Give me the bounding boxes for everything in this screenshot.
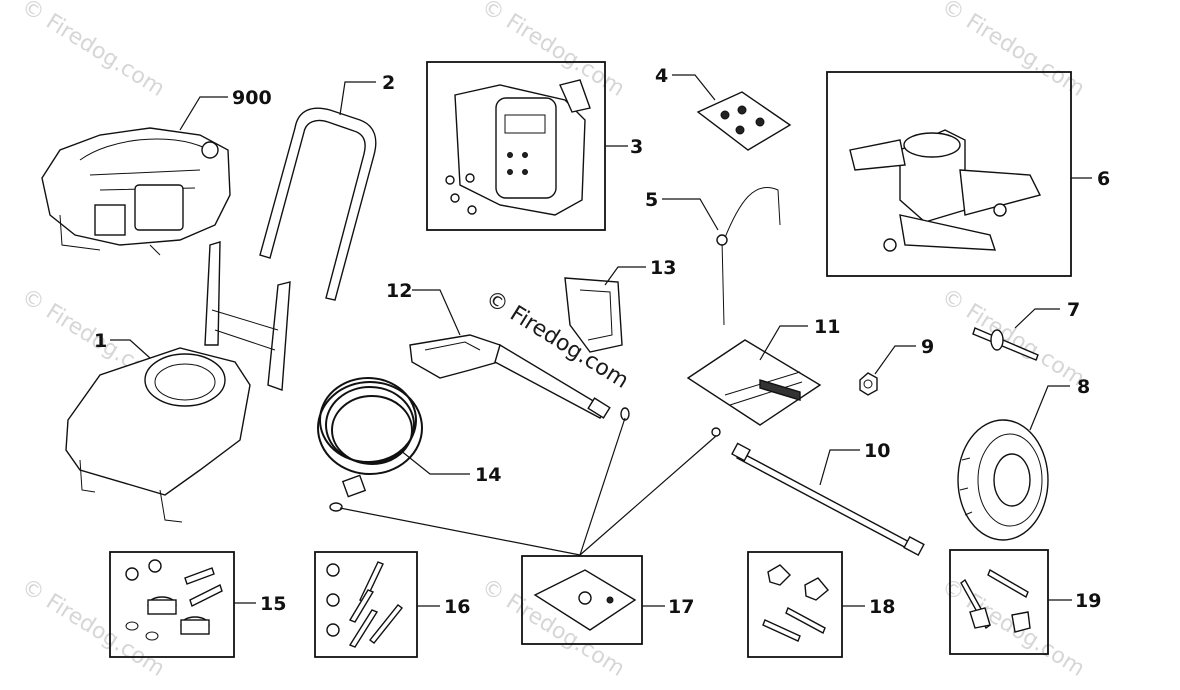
hardware-box-15	[109, 551, 235, 658]
callout-3: 3	[630, 136, 643, 158]
callout-labels: 900 2 3 4 5 6 7 8 9 10 11 12 13 14 1 15 …	[94, 65, 1110, 618]
callout-5: 5	[645, 189, 658, 211]
pump-box	[826, 71, 1072, 277]
callout-17: 17	[668, 596, 694, 618]
handle-part	[259, 107, 377, 301]
callout-2: 2	[382, 72, 395, 94]
callout-10: 10	[864, 440, 890, 462]
hardware-box-16	[314, 551, 418, 658]
callout-4: 4	[655, 65, 668, 87]
callout-7: 7	[1067, 299, 1080, 321]
callout-6: 6	[1097, 168, 1110, 190]
spray-gun-part	[409, 334, 611, 419]
callout-16: 16	[444, 596, 470, 618]
callout-12: 12	[386, 280, 412, 302]
callout-8: 8	[1077, 376, 1090, 398]
hardware-box-17	[521, 555, 643, 645]
engine-part	[41, 127, 231, 256]
wheel-part	[957, 419, 1049, 541]
hardware-box-18	[747, 551, 843, 658]
cable-part	[716, 187, 781, 326]
callout-1: 1	[94, 330, 107, 352]
callout-14: 14	[475, 464, 501, 486]
callout-15: 15	[260, 593, 286, 615]
callout-9: 9	[921, 336, 934, 358]
axle-part	[972, 327, 1039, 361]
hardware-bag-part	[696, 91, 792, 151]
seal-connector-lines	[339, 417, 717, 556]
watermark-text: © Firedog.com	[17, 0, 169, 102]
leader-lines	[110, 74, 1092, 607]
frame-part	[65, 241, 291, 523]
callout-19: 19	[1075, 590, 1101, 612]
wand-part	[711, 427, 925, 557]
watermark-text: © Firedog.com	[17, 574, 169, 682]
bag-part	[686, 339, 822, 426]
watermark-text: © Firedog.com	[937, 0, 1089, 102]
control-panel-box	[426, 61, 606, 231]
holder-part	[564, 277, 623, 353]
nut-part	[859, 372, 878, 396]
callout-18: 18	[869, 596, 895, 618]
hardware-box-19	[949, 549, 1049, 655]
callout-900: 900	[232, 87, 272, 109]
callout-13: 13	[650, 257, 676, 279]
hose-part	[317, 377, 630, 512]
callout-11: 11	[814, 316, 840, 338]
